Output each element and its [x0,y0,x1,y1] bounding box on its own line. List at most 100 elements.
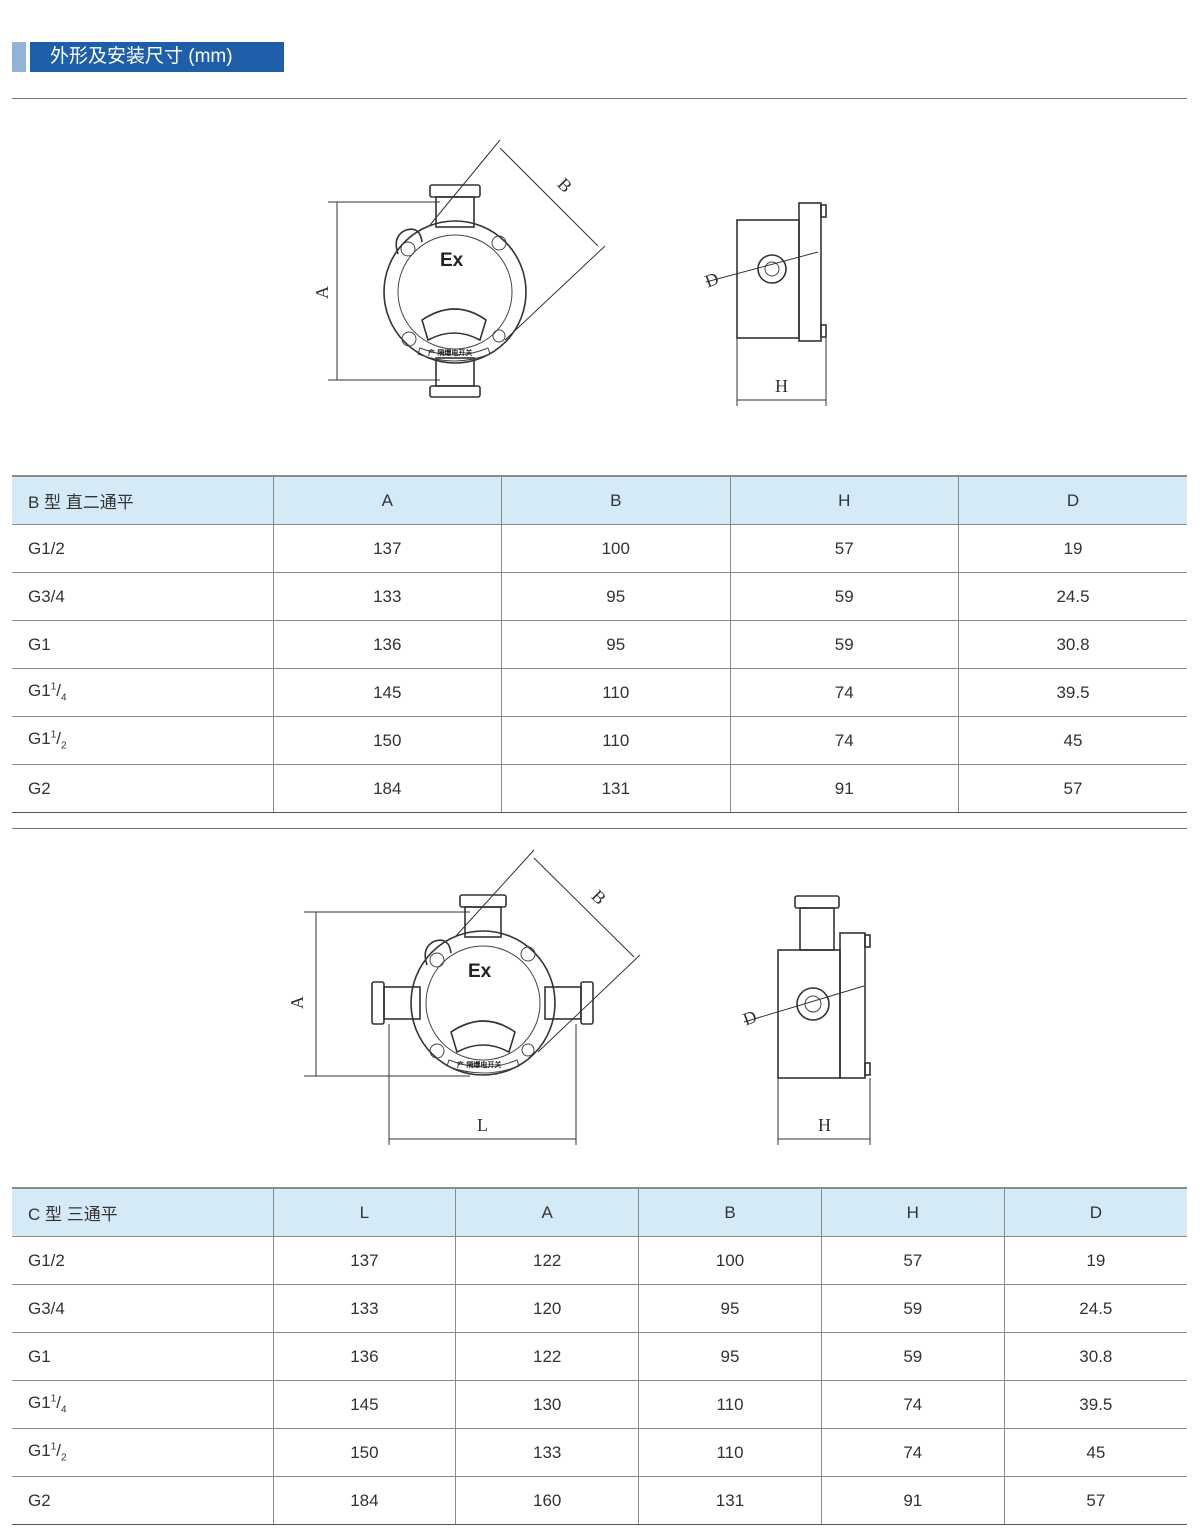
nameplate-text-b: 产 隔爆电开关 [428,348,472,357]
value-d: 24.5 [1003,1284,1187,1333]
value-d: 57 [1003,1476,1187,1525]
front-view-c: 产 隔爆电开关 Ex A B L [287,849,641,1145]
size-cell: G11/4 [12,668,273,717]
size-cell: G2 [12,1476,273,1525]
value-b: 95 [501,620,730,669]
value-h: 59 [729,620,959,669]
value-h: 91 [820,1476,1005,1525]
size-cell: G3/4 [12,572,273,621]
value-a: 184 [272,764,502,813]
table-c-header-type: C 型 三通平 [12,1187,273,1237]
dim-b-label-c: B [588,886,611,909]
table-b-header-b: B [501,475,730,525]
value-a: 122 [455,1332,639,1381]
value-b: 95 [638,1284,822,1333]
value-d: 30.8 [1003,1332,1187,1381]
table-c-header-d: D [1003,1187,1187,1237]
value-l: 136 [272,1332,456,1381]
table-c-header-h: H [820,1187,1005,1237]
value-l: 137 [272,1236,456,1285]
ex-mark-b: Ex [440,250,464,271]
table-b-header-a: A [272,475,502,525]
value-h: 74 [729,716,959,765]
value-b: 131 [638,1476,822,1525]
table-b-header-h: H [729,475,959,525]
size-cell: G3/4 [12,1284,273,1333]
value-h: 57 [729,524,959,573]
dim-d-label-b: D [702,268,721,291]
size-cell: G11/4 [12,1380,273,1429]
value-h: 59 [820,1284,1005,1333]
value-d: 30.8 [958,620,1187,669]
size-cell: G2 [12,764,273,813]
table-c-header-b: B [638,1187,822,1237]
value-l: 184 [272,1476,456,1525]
value-a: 137 [272,524,502,573]
ex-mark-c: Ex [468,961,492,982]
spec-table-c: C 型 三通平 L A B H D G1/2 137 122 100 57 19… [12,1187,1187,1525]
value-h: 59 [729,572,959,621]
value-b: 131 [501,764,730,813]
table-row: G3/4 133 120 95 59 24.5 [12,1284,1187,1333]
value-a: 133 [272,572,502,621]
table-row: G1 136 122 95 59 30.8 [12,1332,1187,1381]
header-accent-bar [12,42,26,72]
value-a: 136 [272,620,502,669]
value-b: 95 [638,1332,822,1381]
table-b-header-type: B 型 直二通平 [12,475,273,525]
value-b: 110 [501,668,730,717]
table-row: G11/2 150 133 110 74 45 [12,1428,1187,1477]
nameplate-text-c: 产 隔爆电开关 [457,1060,501,1069]
spec-table-b: B 型 直二通平 A B H D G1/2 137 100 57 19 G3/4… [12,475,1187,813]
value-b: 100 [638,1236,822,1285]
table-row: G3/4 133 95 59 24.5 [12,572,1187,621]
value-h: 74 [820,1428,1005,1477]
value-d: 39.5 [958,668,1187,717]
value-b: 110 [638,1428,822,1477]
size-cell: G11/2 [12,716,273,765]
dim-h-label-b: H [775,376,788,396]
dim-a-label-c: A [287,996,307,1009]
value-b: 100 [501,524,730,573]
dim-h-label-c: H [818,1115,831,1135]
value-a: 160 [455,1476,639,1525]
value-d: 24.5 [958,572,1187,621]
size-cell: G11/2 [12,1428,273,1477]
table-row: G1/2 137 122 100 57 19 [12,1236,1187,1285]
value-d: 45 [958,716,1187,765]
value-h: 57 [820,1236,1005,1285]
drawing-type-b: 产 隔爆电开关 Ex A B D H [312,139,827,406]
section-title: 外形及安装尺寸 (mm) [30,42,284,72]
dim-l-label-c: L [477,1115,488,1135]
table-row: G11/2 150 110 74 45 [12,716,1187,765]
table-row: G2 184 131 91 57 [12,764,1187,813]
dim-a-label-b: A [312,286,332,299]
value-d: 57 [958,764,1187,813]
table-row: G2 184 160 131 91 57 [12,1476,1187,1525]
value-b: 95 [501,572,730,621]
table-row: G1 136 95 59 30.8 [12,620,1187,669]
value-b: 110 [501,716,730,765]
table-b-header-d: D [958,475,1187,525]
value-l: 133 [272,1284,456,1333]
value-d: 39.5 [1003,1380,1187,1429]
value-h: 74 [820,1380,1005,1429]
value-a: 133 [455,1428,639,1477]
side-view-b: D H [702,202,827,406]
divider-top [12,98,1187,99]
side-view-c: D H [740,895,871,1145]
size-cell: G1 [12,620,273,669]
table-row: G1/2 137 100 57 19 [12,524,1187,573]
drawing-type-c: 产 隔爆电开关 Ex A B L D H [287,849,871,1145]
front-view-b: 产 隔爆电开关 Ex A B [312,139,606,398]
value-b: 110 [638,1380,822,1429]
table-row: G11/4 145 110 74 39.5 [12,668,1187,717]
size-cell: G1/2 [12,1236,273,1285]
divider-middle [12,828,1187,829]
value-a: 145 [272,668,502,717]
value-l: 150 [272,1428,456,1477]
table-row: G11/4 145 130 110 74 39.5 [12,1380,1187,1429]
value-a: 120 [455,1284,639,1333]
value-d: 19 [1003,1236,1187,1285]
value-a: 122 [455,1236,639,1285]
